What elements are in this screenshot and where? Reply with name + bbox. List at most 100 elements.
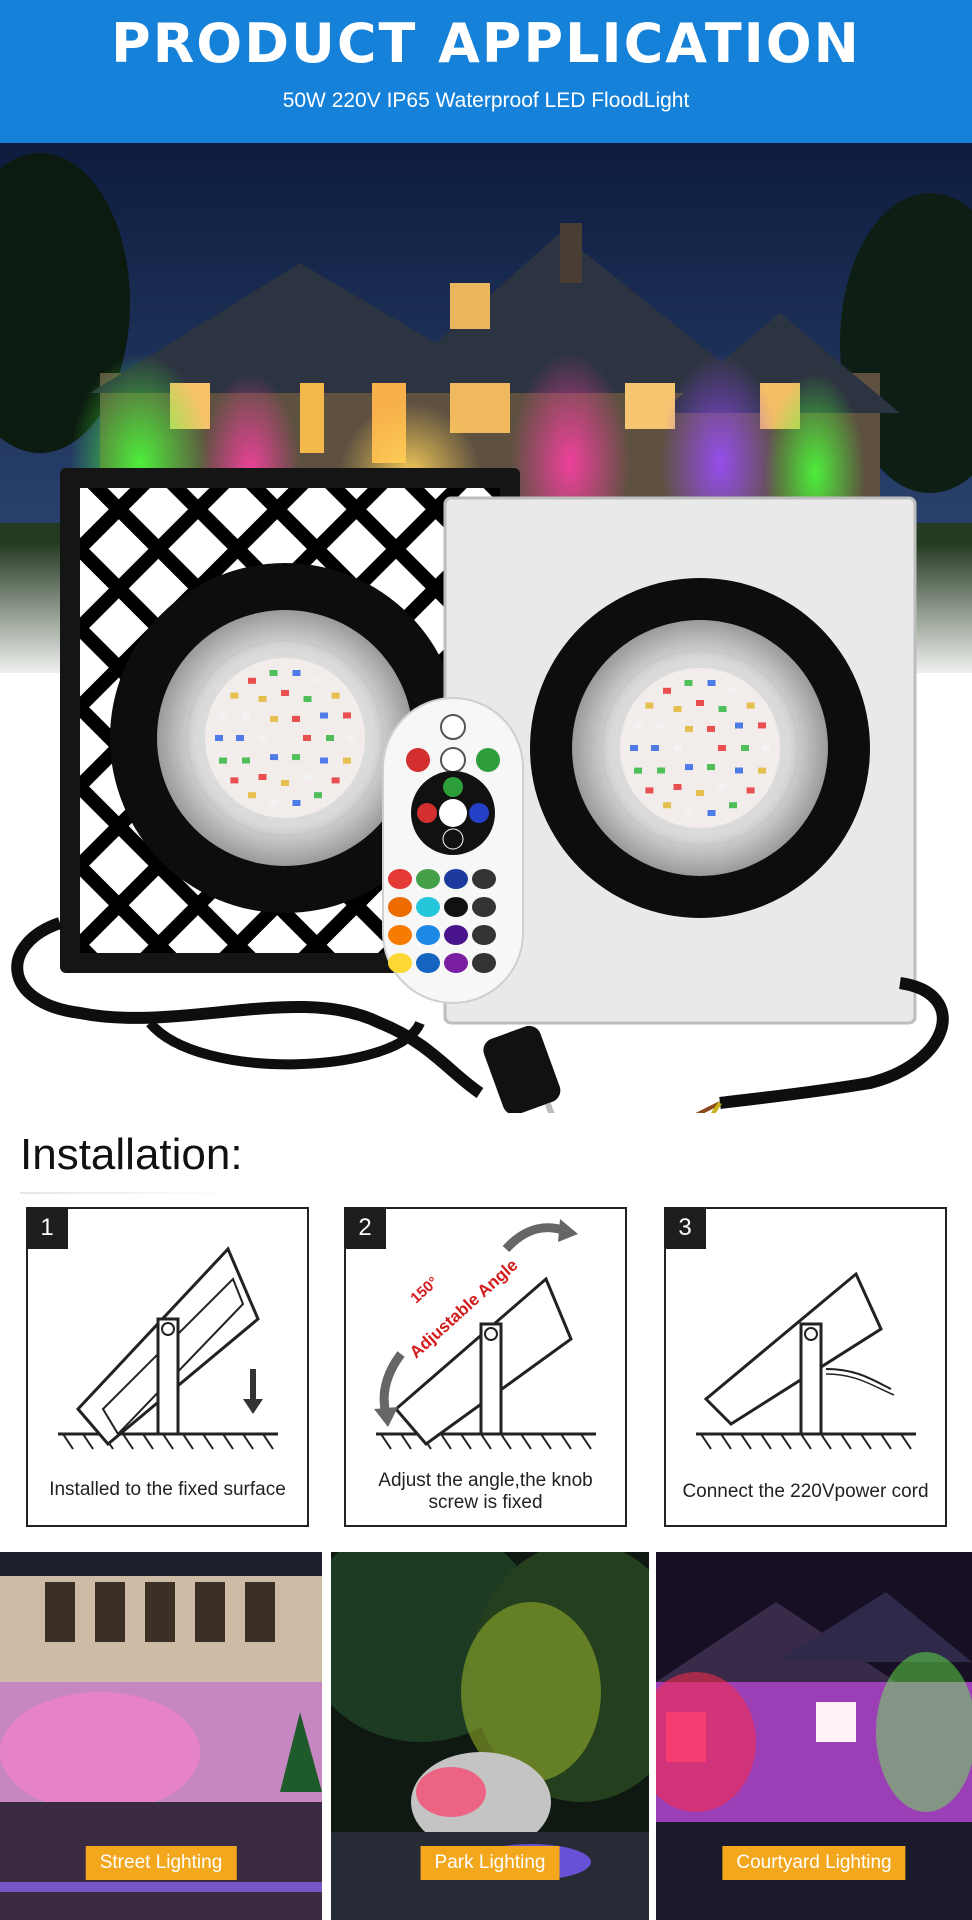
- led-chip: [718, 745, 726, 751]
- product-hero-image: [0, 143, 972, 1113]
- led-chip: [758, 767, 766, 774]
- led-chip: [630, 745, 638, 751]
- led-chip: [729, 687, 737, 694]
- page-header: PRODUCT APPLICATION 50W 220V IP65 Waterp…: [0, 0, 972, 143]
- led-chip: [270, 715, 278, 722]
- led-chip: [269, 800, 278, 806]
- led-chip: [326, 735, 334, 741]
- led-chip: [314, 677, 322, 684]
- remote-color-button: [472, 869, 496, 889]
- installation-title-underline: [20, 1192, 238, 1194]
- led-chip: [729, 802, 737, 809]
- remote-color-button: [416, 953, 440, 973]
- led-chip: [684, 680, 693, 686]
- led-chip: [314, 792, 322, 799]
- led-chip: [685, 725, 693, 732]
- step-caption: Adjust the angle,the knob screw is fixed: [378, 1470, 593, 1513]
- led-chip: [685, 764, 693, 771]
- remote-color-button: [444, 953, 468, 973]
- led-chip: [684, 810, 693, 816]
- installation-step-3: 3 Connect the 220Vpower cord: [664, 1207, 947, 1527]
- led-chip: [219, 712, 227, 719]
- step-caption: Installed to the fixed surface: [49, 1479, 286, 1500]
- led-chip: [651, 745, 659, 751]
- remote-color-button: [472, 953, 496, 973]
- led-chip: [242, 712, 250, 719]
- remote-color-button: [388, 925, 412, 945]
- remote-color-button: [416, 925, 440, 945]
- remote-color-button: [388, 897, 412, 917]
- remote-color-button: [444, 869, 468, 889]
- led-chip: [258, 696, 267, 702]
- page-title: PRODUCT APPLICATION: [111, 12, 861, 75]
- led-chip: [663, 802, 671, 809]
- scene-label: Park Lighting: [420, 1846, 560, 1880]
- led-chip: [707, 680, 716, 686]
- led-chip: [718, 706, 727, 712]
- led-chip: [735, 722, 743, 729]
- led-chip: [331, 777, 340, 784]
- led-chip: [248, 677, 256, 684]
- led-chip: [292, 715, 300, 722]
- scene-park-lighting: Park Lighting: [331, 1552, 649, 1920]
- scene-street-lighting: Street Lighting: [0, 1552, 322, 1920]
- led-chip: [219, 757, 227, 764]
- led-chip: [281, 780, 289, 786]
- led-chip: [347, 735, 355, 741]
- led-chip: [230, 692, 239, 699]
- remote-color-button: [444, 925, 468, 945]
- led-chip: [735, 767, 743, 774]
- led-chip: [281, 690, 289, 696]
- led-chip: [746, 787, 755, 794]
- led-chip: [718, 784, 727, 790]
- led-chip: [746, 702, 755, 709]
- led-chip: [707, 764, 715, 771]
- remote-color-button: [388, 953, 412, 973]
- angle-degree-label: 150°: [407, 1274, 441, 1307]
- led-chip: [657, 722, 665, 729]
- scene-label: Street Lighting: [85, 1846, 237, 1880]
- led-chip: [645, 702, 654, 709]
- led-chip: [292, 670, 301, 676]
- led-chip: [696, 790, 704, 796]
- led-chip: [303, 774, 312, 780]
- led-chip: [634, 722, 642, 729]
- installation-step-1: 1 Installed to the fixed surface: [26, 1207, 309, 1527]
- remote-color-button: [472, 925, 496, 945]
- led-chip: [230, 777, 239, 784]
- led-chip: [674, 745, 682, 751]
- led-chip: [673, 784, 682, 790]
- remote-color-button: [416, 869, 440, 889]
- led-chip: [707, 810, 716, 816]
- led-chip: [696, 700, 704, 706]
- led-chip: [248, 792, 256, 799]
- led-chip: [303, 735, 311, 741]
- led-chip: [303, 696, 312, 702]
- led-chip: [320, 757, 328, 764]
- led-chip: [343, 757, 351, 764]
- led-chip: [673, 706, 682, 712]
- led-chip: [320, 712, 328, 719]
- step-number: 3: [664, 1207, 706, 1249]
- adjust-angle-diagram: 150° Adjustable Angle: [374, 1219, 596, 1450]
- led-chip: [269, 670, 278, 676]
- scene-courtyard-lighting: Courtyard Lighting: [656, 1552, 972, 1920]
- led-chip: [741, 745, 749, 751]
- led-chip: [343, 712, 351, 719]
- remote-color-button: [388, 869, 412, 889]
- led-chip: [331, 692, 340, 699]
- led-chip: [270, 754, 278, 761]
- remote-color-button: [444, 897, 468, 917]
- connect-cord-diagram: [696, 1271, 916, 1450]
- step-number: 2: [344, 1207, 386, 1249]
- remote-color-button: [416, 897, 440, 917]
- mount-fixed-diagram: [58, 1246, 278, 1450]
- led-chip: [236, 735, 244, 741]
- led-chip: [634, 767, 642, 774]
- led-chip: [258, 774, 267, 780]
- led-chip: [657, 767, 665, 774]
- led-chip: [645, 787, 654, 794]
- remote-color-button: [472, 897, 496, 917]
- step-number: 1: [26, 1207, 68, 1249]
- installation-step-2: 2 150° Adjustable Angle Adjust the angle…: [344, 1207, 627, 1527]
